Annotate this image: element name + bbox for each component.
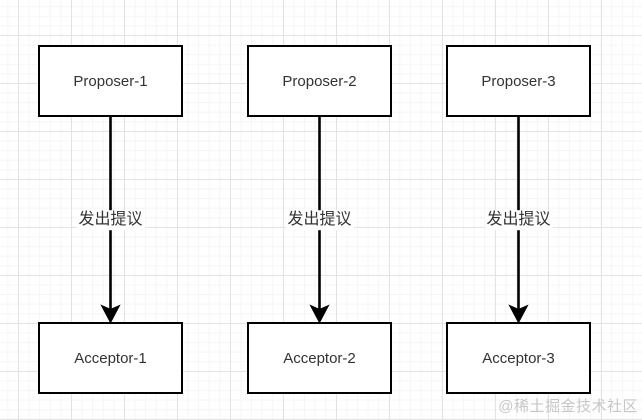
node-acceptor-1[interactable]: Acceptor-1 (38, 322, 183, 394)
edge-label-1[interactable]: 发出提议 (76, 210, 145, 230)
node-label: Acceptor-2 (283, 349, 356, 367)
node-acceptor-2[interactable]: Acceptor-2 (247, 322, 392, 394)
node-proposer-3[interactable]: Proposer-3 (446, 45, 591, 117)
node-label: Proposer-2 (282, 72, 357, 90)
node-acceptor-3[interactable]: Acceptor-3 (446, 322, 591, 394)
watermark: @稀土掘金技术社区 (498, 398, 638, 415)
node-proposer-1[interactable]: Proposer-1 (38, 45, 183, 117)
edge-label-2[interactable]: 发出提议 (285, 210, 354, 230)
node-label: Proposer-3 (481, 72, 556, 90)
node-proposer-2[interactable]: Proposer-2 (247, 45, 392, 117)
node-label: Acceptor-3 (482, 349, 555, 367)
edge-label-3[interactable]: 发出提议 (484, 210, 553, 230)
node-label: Proposer-1 (73, 72, 148, 90)
node-label: Acceptor-1 (74, 349, 147, 367)
